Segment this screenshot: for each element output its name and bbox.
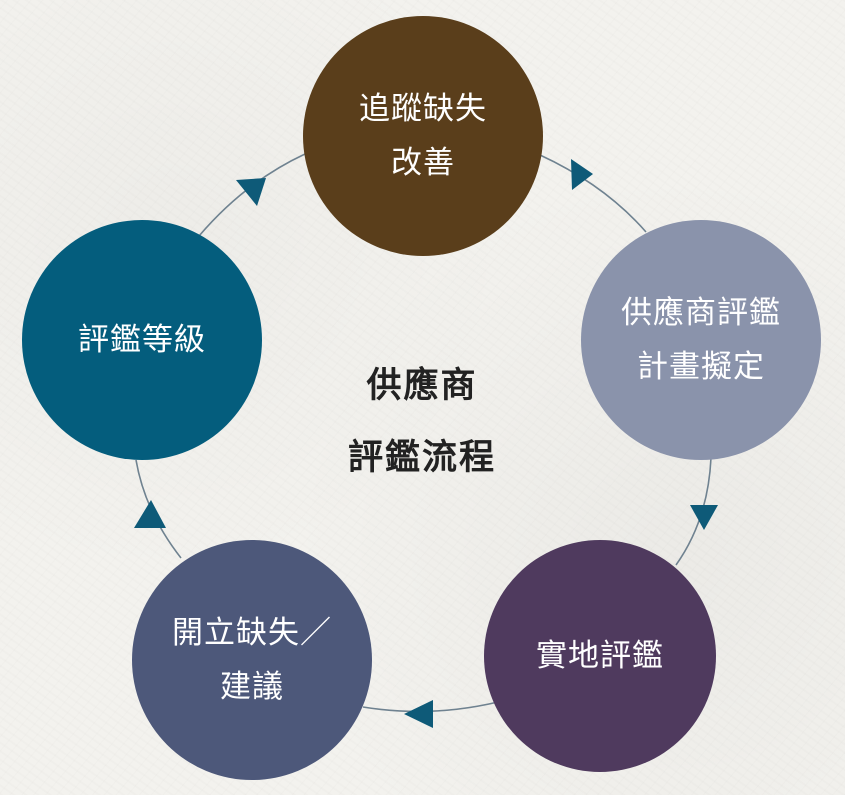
- step-evaluation-grade: 評鑑等級: [22, 220, 262, 460]
- arrow-5-1-icon: [236, 178, 266, 206]
- arrow-2-3-icon: [690, 505, 718, 530]
- step-issue-findings: 開立缺失／ 建議: [132, 540, 372, 780]
- connector-1-2: [539, 154, 647, 233]
- connector-4-5: [135, 459, 182, 559]
- arrow-1-2-icon: [571, 159, 593, 190]
- step-evaluation-plan: 供應商評鑑 計畫擬定: [581, 220, 821, 460]
- step-onsite-evaluation: 實地評鑑: [484, 540, 716, 772]
- step-track-improvement: 追蹤缺失 改善: [303, 16, 543, 256]
- diagram-center-title: 供應商 評鑑流程: [347, 365, 496, 478]
- arrow-4-5-icon: [134, 500, 166, 528]
- arrow-3-4-icon: [404, 700, 433, 728]
